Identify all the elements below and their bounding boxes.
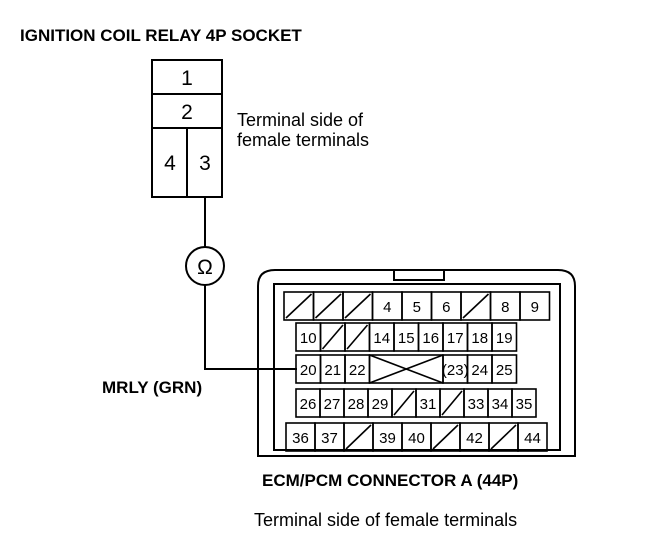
relay-cell-2: 2: [181, 101, 193, 124]
terminal-number: 37: [321, 430, 338, 447]
unused-cavity-slash: [321, 324, 344, 350]
terminal-number: 18: [471, 330, 488, 347]
terminal-number: 17: [447, 330, 464, 347]
terminal-number: 28: [348, 396, 365, 413]
terminal-number: 35: [516, 396, 533, 413]
connector-inner-frame: [273, 283, 561, 451]
unused-cavity-slash: [285, 293, 313, 319]
terminal-number: 25: [496, 362, 513, 379]
connector-cavity-grid: 4 5 6 8 9 10 14 15 16 17 18 19 20 21 22 (23)24 25 26 27 28 2…: [283, 291, 551, 452]
terminal-number: 10: [300, 330, 317, 347]
terminal-number: 4: [383, 299, 391, 316]
unused-cavity-slash: [462, 293, 490, 319]
relay-title: IGNITION COIL RELAY 4P SOCKET: [20, 26, 302, 45]
terminal-number: 26: [300, 396, 317, 413]
cavity-cell: [491, 322, 518, 352]
relay-socket: [151, 59, 223, 198]
relay-note-line2: female terminals: [237, 130, 369, 150]
terminal-number: 44: [524, 430, 541, 447]
cavity-cell: [519, 291, 551, 321]
unused-cavity-slash: [441, 390, 463, 416]
terminal-number: 14: [373, 330, 390, 347]
terminal-number: 15: [398, 330, 415, 347]
connector-latch-tab: [393, 269, 445, 281]
terminal-number: 8: [501, 299, 509, 316]
terminal-number: 21: [324, 362, 341, 379]
terminal-number: (23): [442, 362, 469, 379]
cavity-cell: [491, 354, 518, 384]
relay-cell-4: 4: [164, 152, 176, 175]
unused-cavity-slash: [393, 390, 415, 416]
unused-cavity-slash: [344, 293, 372, 319]
terminal-number: 19: [496, 330, 513, 347]
terminal-number: 40: [408, 430, 425, 447]
terminal-number: 24: [471, 362, 488, 379]
unused-cavity-slash: [314, 293, 342, 319]
cavity-cell: [511, 388, 537, 418]
terminal-number: 31: [420, 396, 437, 413]
unused-cavity-slash: [345, 424, 372, 450]
merged-cavity-cross-b: [369, 354, 444, 384]
terminal-number: 34: [492, 396, 509, 413]
unused-cavity-slash: [490, 424, 517, 450]
wire-label: MRLY (GRN): [102, 378, 202, 397]
cavity-cell: [517, 422, 548, 452]
terminal-number: 22: [349, 362, 366, 379]
terminal-number: 27: [324, 396, 341, 413]
connector-housing: [257, 269, 576, 457]
terminal-number: 42: [466, 430, 483, 447]
connector-title: ECM/PCM CONNECTOR A (44P): [262, 471, 518, 490]
terminal-number: 9: [531, 299, 539, 316]
terminal-number: 36: [292, 430, 309, 447]
connector-note: Terminal side of female terminals: [254, 510, 517, 530]
connector-outer-shell: [257, 269, 576, 457]
relay-cell-1: 1: [181, 67, 193, 90]
unused-cavity-slash: [432, 424, 459, 450]
terminal-number: 33: [468, 396, 485, 413]
ohm-icon: Ω: [197, 256, 213, 279]
relay-note-line1: Terminal side of: [237, 110, 364, 130]
terminal-number: 5: [413, 299, 421, 316]
terminal-number: 39: [379, 430, 396, 447]
relay-cell-3: 3: [199, 152, 211, 175]
terminal-number: 16: [422, 330, 439, 347]
wire-meter-to-terminal-20: [204, 285, 297, 370]
terminal-number: 20: [300, 362, 317, 379]
terminal-number: 29: [372, 396, 389, 413]
terminal-number: 6: [442, 299, 450, 316]
unused-cavity-slash: [346, 324, 369, 350]
merged-unused-cavity: [368, 354, 444, 384]
